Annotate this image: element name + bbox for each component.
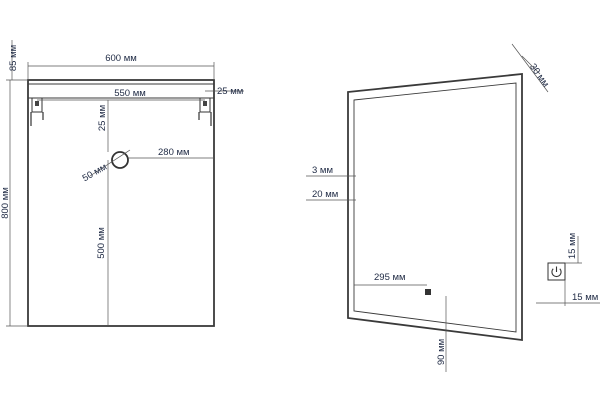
dim-hole-bottom: 500 мм — [96, 227, 107, 259]
dim-height: 800 мм — [0, 187, 11, 219]
dim-bracket-spacing: 550 мм — [114, 88, 146, 99]
dim-bracket-drop: 25 мм — [97, 105, 108, 131]
dim-button-width: 15 мм — [572, 292, 598, 303]
wire-hole-icon — [111, 151, 129, 169]
led-strip-outline — [353, 82, 517, 333]
back-view: 600 мм 85 мм 800 мм 550 мм 25 мм 25 мм 5… — [0, 40, 244, 327]
mirror-frame — [347, 73, 523, 342]
dim-top-offset: 85 мм — [8, 45, 19, 71]
dim-led-strip: 20 мм — [312, 189, 338, 200]
dim-led-inset: 3 мм — [312, 165, 333, 176]
power-icon — [551, 266, 562, 278]
dim-bracket-edge: 25 мм — [217, 86, 243, 97]
back-panel — [27, 79, 215, 327]
bracket-right-icon — [198, 97, 212, 126]
dim-hole-diameter: 50 мм — [81, 162, 109, 185]
dim-width: 600 мм — [105, 53, 137, 64]
bracket-left-icon — [30, 97, 44, 126]
front-view: 30 мм 3 мм 20 мм 295 мм 90 мм 15 мм — [306, 43, 600, 372]
dim-button-height: 15 мм — [567, 233, 578, 259]
dim-hole-side: 280 мм — [158, 147, 190, 158]
power-button-detail — [547, 262, 566, 281]
touch-switch[interactable] — [425, 289, 431, 295]
dim-switch-offset-x: 295 мм — [374, 272, 406, 283]
dim-depth: 30 мм — [527, 62, 551, 90]
dim-switch-offset-y: 90 мм — [436, 339, 447, 365]
